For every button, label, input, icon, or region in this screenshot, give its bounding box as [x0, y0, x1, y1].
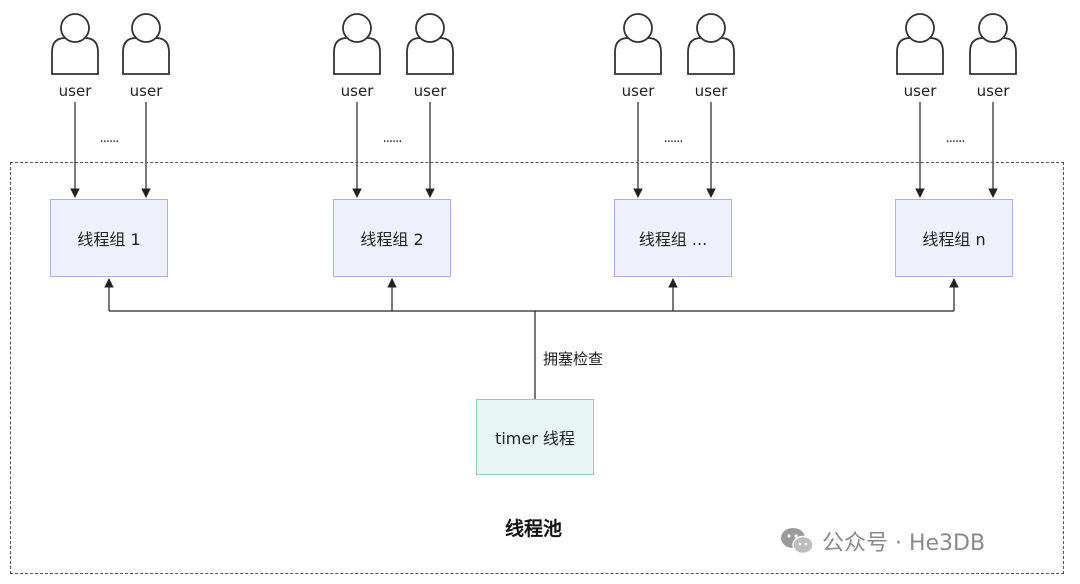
user-ellipsis: ...... — [99, 131, 120, 146]
thread-group-ellipsis: 线程组 ... — [614, 199, 732, 277]
user-ellipsis: ...... — [382, 131, 403, 146]
wechat-icon — [780, 526, 814, 556]
congestion-check-label: 拥塞检查 — [543, 350, 604, 368]
group-label: 线程组 n — [922, 230, 986, 249]
user-icon — [406, 13, 454, 75]
user-label: user — [413, 82, 447, 100]
watermark-text: 公众号 · He3DB — [822, 531, 986, 556]
group-label: 线程组 2 — [360, 230, 424, 249]
timer-label: timer 线程 — [495, 429, 575, 448]
user-label: user — [129, 82, 163, 100]
user-ellipsis: ...... — [663, 131, 684, 146]
user-icon — [687, 13, 735, 75]
user-label: user — [58, 82, 92, 100]
user-icon — [51, 13, 99, 75]
user-icon — [122, 13, 170, 75]
thread-group-2: 线程组 2 — [333, 199, 451, 277]
thread-pool-boundary — [10, 162, 1064, 574]
user-icon — [614, 13, 662, 75]
watermark: 公众号 · He3DB — [780, 525, 985, 557]
user-label: user — [621, 82, 655, 100]
timer-thread-box: timer 线程 — [476, 399, 594, 475]
thread-group-n: 线程组 n — [895, 199, 1013, 277]
user-label: user — [976, 82, 1010, 100]
thread-pool-title: 线程池 — [505, 518, 563, 540]
group-label: 线程组 ... — [638, 230, 708, 249]
user-label: user — [340, 82, 374, 100]
user-ellipsis: ...... — [945, 131, 966, 146]
group-label: 线程组 1 — [77, 230, 141, 249]
thread-group-1: 线程组 1 — [50, 199, 168, 277]
user-icon — [333, 13, 381, 75]
user-icon — [969, 13, 1017, 75]
user-icon — [896, 13, 944, 75]
user-label: user — [903, 82, 937, 100]
user-label: user — [694, 82, 728, 100]
